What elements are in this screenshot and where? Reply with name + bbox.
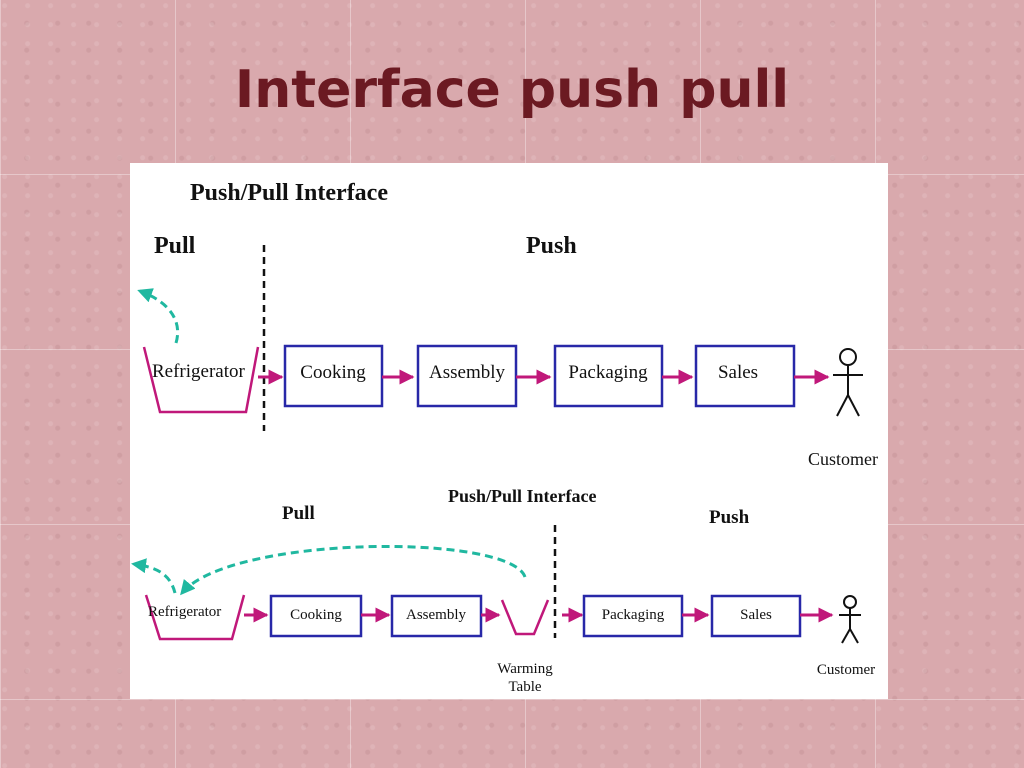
- top-step-cooking-label: Cooking: [300, 362, 366, 383]
- top-diagram-title: Push/Pull Interface: [190, 180, 388, 206]
- bottom-refrigerator-label: Refrigerator: [148, 604, 221, 620]
- bottom-warming-table-container: [500, 599, 550, 636]
- bottom-diagram-title: Push/Pull Interface: [448, 486, 597, 506]
- bottom-step-assembly: [390, 594, 483, 638]
- top-step-sales-label: Sales: [718, 362, 758, 383]
- top-step-cooking: [283, 344, 384, 408]
- bottom-diagram: Push/Pull Interface Pull Push Refrigerat…: [131, 486, 875, 695]
- bottom-step-sales-label: Sales: [740, 607, 772, 623]
- top-refrigerator-label: Refrigerator: [152, 361, 246, 382]
- top-diagram: Push/Pull Interface Pull Push Refrigerat…: [137, 180, 878, 469]
- bottom-pull-label: Pull: [282, 503, 315, 524]
- top-refrigerator-container: [142, 346, 260, 414]
- top-customer-label: Customer: [808, 449, 878, 469]
- bottom-push-label: Push: [709, 507, 750, 528]
- bottom-long-pull-arrow: [180, 545, 527, 596]
- bottom-step-cooking: [269, 594, 363, 638]
- bottom-step-packaging-label: Packaging: [602, 607, 665, 623]
- top-pull-label: Pull: [154, 233, 196, 259]
- bottom-customer-icon: [839, 595, 861, 644]
- bottom-step-sales: [710, 594, 802, 638]
- push-pull-figure: Push/Pull Interface Pull Push Refrigerat…: [130, 163, 888, 699]
- top-push-label: Push: [526, 233, 577, 259]
- top-step-assembly-label: Assembly: [429, 362, 506, 383]
- slide-title: Interface push pull: [234, 60, 790, 120]
- bottom-step-assembly-label: Assembly: [406, 607, 467, 623]
- bottom-customer-label: Customer: [817, 662, 875, 678]
- top-pull-arrow: [137, 288, 180, 344]
- top-step-packaging-label: Packaging: [568, 362, 648, 383]
- bottom-refrigerator-container: [144, 594, 246, 641]
- top-customer-icon: [833, 348, 863, 417]
- bottom-warming-label-2: Table: [508, 679, 541, 695]
- bottom-step-cooking-label: Cooking: [290, 607, 342, 623]
- bottom-warming-label-1: Warming: [497, 661, 553, 677]
- bottom-pull-arrow: [131, 558, 177, 594]
